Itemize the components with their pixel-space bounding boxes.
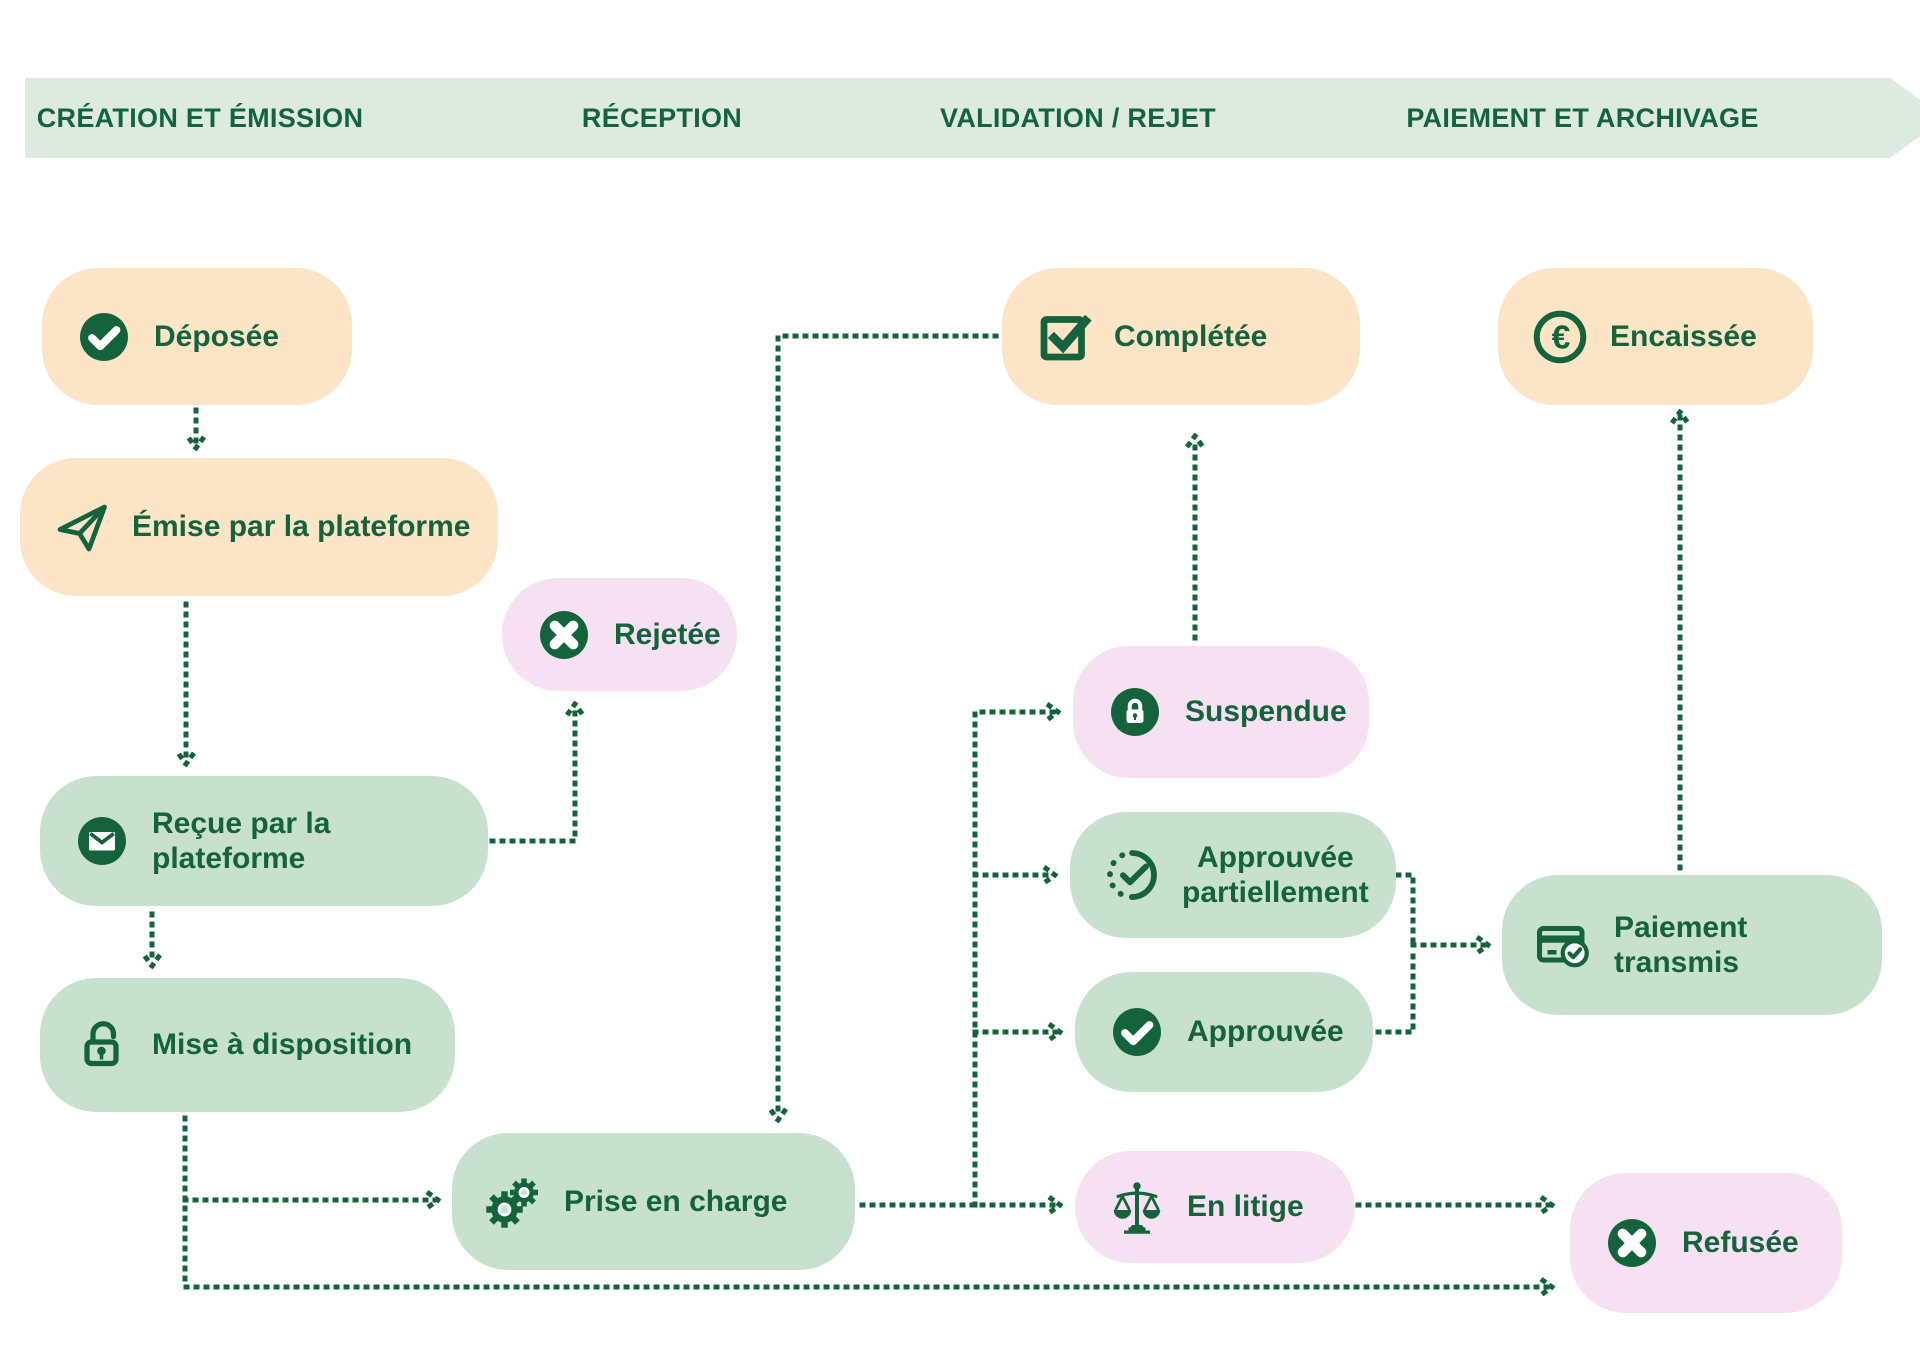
x-circle-icon — [1608, 1219, 1656, 1267]
node-paiement: Paiement transmis — [1502, 875, 1882, 1015]
stage-banner-2: RÉCEPTION — [348, 78, 936, 158]
edge-completee-to-prise — [778, 333, 999, 1118]
scales-icon — [1113, 1182, 1161, 1234]
stage-banner-3: VALIDATION / REJET — [868, 78, 1248, 158]
checkbox-icon — [1040, 314, 1092, 360]
gears-icon — [486, 1177, 539, 1228]
node-approuvee-part: Approuvée partiellement — [1070, 812, 1396, 938]
svg-text:€: € — [1552, 318, 1571, 356]
stage-banner-1: CRÉATION ET ÉMISSION — [25, 78, 405, 158]
node-rejetee: Rejetée — [502, 578, 737, 691]
edge-approuvee-part-to-paiement — [1395, 872, 1416, 946]
edge-prise-to-suspendue — [972, 712, 1056, 1208]
node-recue: Reçue par la plateforme — [40, 776, 488, 906]
check-circle-icon — [80, 312, 128, 361]
x-circle-icon — [540, 610, 588, 659]
node-deposee: Déposée — [42, 268, 352, 405]
unlock-icon — [84, 1021, 119, 1067]
node-en-litige: En litige — [1075, 1151, 1355, 1263]
lock-circle-icon — [1111, 688, 1159, 736]
node-suspendue: Suspendue — [1073, 646, 1369, 778]
node-completee: Complétée — [1002, 268, 1360, 405]
check-circle-icon — [1113, 1008, 1161, 1056]
node-emise: Émise par la plateforme — [20, 458, 498, 596]
paper-plane-icon — [57, 504, 107, 552]
euro-circle-icon: € — [1533, 310, 1587, 363]
envelope-circle-icon — [78, 817, 126, 865]
node-approuvee: Approuvée — [1075, 972, 1373, 1092]
node-encaissee: € Encaissée — [1498, 268, 1813, 405]
node-refusee: Refusée — [1570, 1173, 1842, 1313]
node-prise: Prise en charge — [452, 1133, 855, 1270]
edge-approuvee-to-paiement — [1375, 945, 1486, 1035]
node-mise: Mise à disposition — [40, 978, 455, 1112]
card-check-icon — [1537, 926, 1589, 968]
stage-banner-4: PAIEMENT ET ARCHIVAGE — [1180, 78, 1920, 158]
partial-check-icon — [1107, 850, 1157, 900]
